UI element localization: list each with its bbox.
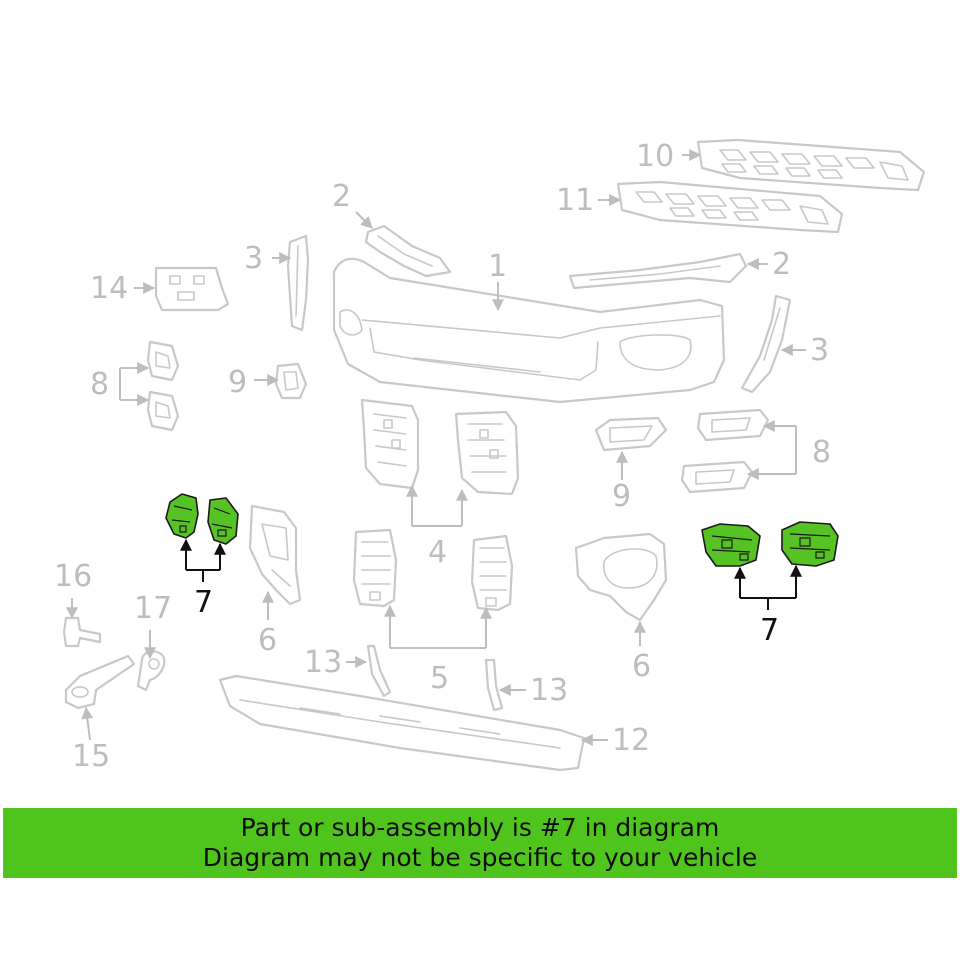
highlighted-part-7-right-bracket-b [781,521,839,567]
tow-hook-part [64,654,136,710]
callout-16: 16 [54,559,92,594]
callout-17: 17 [134,591,172,626]
bumper-mount-upper-left-part [360,398,420,490]
callout-4: 4 [428,535,447,570]
bumper-mount-upper-right-part [454,410,520,496]
callout-2-right: 2 [772,247,791,282]
highlighted-part-7-left-bracket-a [165,493,199,539]
fog-lamp-cover-right-part [594,416,668,452]
callout-12: 12 [612,723,650,758]
callout-6-right: 6 [632,649,651,684]
bumper-bracket-right-part [568,252,748,290]
callout-14: 14 [90,271,128,306]
grille-insert-lower-part [616,180,844,234]
bumper-mount-lower-left-part [352,528,398,608]
callout-3-right: 3 [810,333,829,368]
highlighted-part-7-right-bracket-a [701,523,761,567]
callout-1: 1 [488,249,507,284]
leader-lines [66,149,806,746]
grille-insert-upper-part [696,138,926,192]
bolt-part [62,616,102,648]
brace-right-part [484,658,504,712]
callout-7-left: 7 [194,585,213,620]
banner-line-2: Diagram may not be specific to your vehi… [202,843,758,872]
highlighted-part-7-left-bracket-b [207,497,239,545]
support-bracket-right-part [574,532,668,622]
bumper-end-cap-right-part [740,294,792,394]
clip-nut-part [136,650,166,692]
bumper-mount-lower-right-part [470,534,514,612]
front-bumper-part [332,257,726,404]
bumper-bracket-left-part [364,224,452,278]
callout-3-left: 3 [244,241,263,276]
callout-8-left: 8 [90,367,109,402]
brace-left-part [366,644,392,698]
callout-15: 15 [72,739,110,774]
bumper-end-cap-left-part [286,234,310,332]
fog-lamp-cover-left-part [274,362,308,400]
callout-7-right: 7 [760,613,779,648]
callout-9-left: 9 [228,365,247,400]
callout-13-right: 13 [530,673,568,708]
callout-8-right: 8 [812,435,831,470]
info-banner: Part or sub-assembly is #7 in diagram Di… [3,808,957,878]
callout-11: 11 [556,183,594,218]
callout-5: 5 [430,661,449,696]
support-bracket-left-part [248,504,302,606]
fog-lamp-bezel-left-part [146,340,180,432]
lower-valance-part [218,674,586,772]
callout-6-left: 6 [258,623,277,658]
callout-10: 10 [636,139,674,174]
callout-2-left: 2 [332,179,351,214]
license-plate-bracket-part [154,266,230,312]
fog-lamp-bezel-right-part [680,408,770,494]
callout-labels: 10 11 2 2 3 3 1 14 8 9 8 9 4 5 6 6 13 13… [54,139,831,774]
callout-9-right: 9 [612,479,631,514]
banner-line-1: Part or sub-assembly is #7 in diagram [240,813,720,842]
callout-13-left: 13 [304,645,342,680]
